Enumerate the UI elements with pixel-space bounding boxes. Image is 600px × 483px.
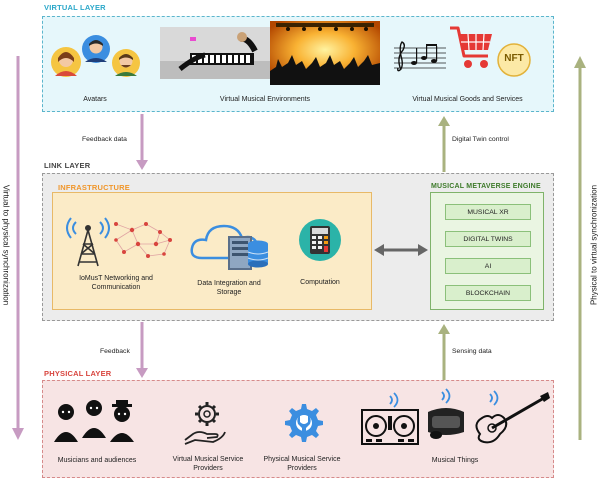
networking-label: IoMusT Networking and Communication (79, 275, 153, 291)
data-integration-label: Data Integration and Storage (197, 280, 261, 296)
bidirectional-arrow-icon (374, 244, 428, 256)
physical-layer-title: PHYSICAL LAYER (44, 369, 112, 378)
computation-label: Computation (300, 279, 340, 286)
gear-wrench-icon (285, 404, 323, 442)
shopping-cart-icon (450, 26, 492, 68)
musical-things-label: Musical Things (431, 457, 479, 464)
link-layer-title: LINK LAYER (44, 161, 91, 170)
musicians-audience-icon (54, 400, 134, 442)
physical-to-virtual-arrow (574, 56, 586, 440)
avatars-label: Avatars (83, 96, 107, 103)
feedback-data-arrow (136, 114, 148, 170)
concert-icon (270, 21, 380, 85)
sensing-data-label: Sensing data (452, 348, 492, 355)
infrastructure-title: INFRASTRUCTURE (58, 183, 130, 192)
virtual-to-physical-label: Virtual to physical synchronization (1, 184, 11, 306)
antenna-tower-icon (66, 217, 110, 267)
network-graph-icon (114, 222, 172, 258)
vr-headset-icon (428, 388, 464, 439)
engine-item-digital-twins: DIGITAL TWINS (445, 231, 531, 247)
virtual-service-providers-label: Virtual Musical Service Providers (172, 456, 244, 472)
sensing-data-arrow (438, 324, 450, 380)
virtual-goods-label: Virtual Musical Goods and Services (412, 96, 523, 103)
feedback-label: Feedback (100, 348, 130, 355)
cloud-database-icon (190, 224, 269, 270)
virtual-environments-label: Virtual Musical Environments (219, 96, 311, 103)
dj-controller-icon (361, 392, 419, 445)
gear-hand-icon (184, 402, 226, 445)
physical-service-providers-label: Physical Musical Service Providers (263, 456, 341, 472)
feedback-arrow (136, 322, 148, 378)
physical-to-virtual-label: Physical to virtual synchronization (589, 184, 599, 306)
virtual-to-physical-arrow (12, 56, 24, 440)
engine-item-ai: AI (445, 258, 531, 274)
digital-twin-control-label: Digital Twin control (452, 136, 509, 143)
engine-item-blockchain: BLOCKCHAIN (445, 285, 531, 301)
avatars-icon (51, 35, 140, 77)
music-notes-icon (394, 41, 446, 72)
calculator-icon (299, 219, 341, 261)
feedback-data-label: Feedback data (82, 136, 127, 143)
nft-badge-text: NFT (504, 53, 524, 64)
guitar-icon (475, 390, 550, 444)
digital-twin-control-arrow (438, 116, 450, 172)
musicians-audiences-label: Musicians and audiences (57, 457, 137, 464)
vr-piano-icon (160, 27, 270, 79)
nft-icon (497, 43, 531, 77)
engine-title: MUSICAL METAVERSE ENGINE (431, 183, 541, 190)
virtual-layer-title: VIRTUAL LAYER (44, 3, 106, 12)
engine-item-musical-xr: MUSICAL XR (445, 204, 531, 220)
